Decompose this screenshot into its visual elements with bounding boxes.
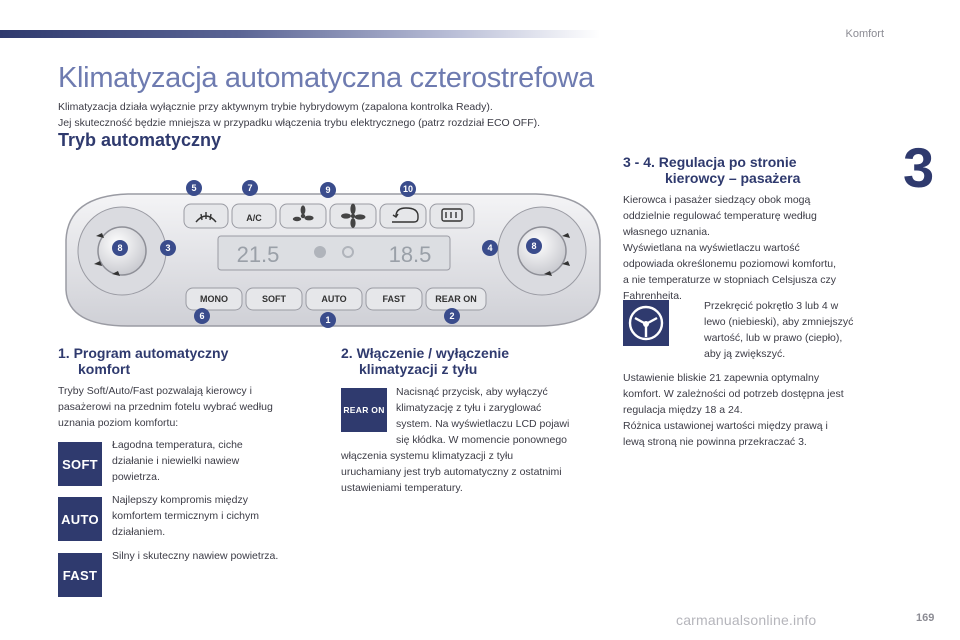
rear-heading-line2: klimatyzacji z tyłu (359, 361, 478, 377)
regulation-text-line: Kierowca i pasażer siedzący obok mogą (623, 194, 811, 206)
regulation-bullet-line: lewo (niebieski), aby zmniejszyć (704, 316, 854, 328)
auto-description-line: komfortem termicznym i cichym (112, 510, 260, 522)
rear-defrost-icon (441, 208, 463, 222)
auto-button-label: AUTO (321, 294, 346, 304)
page-number: 169 (916, 612, 935, 624)
rear-text-line: uruchamiany jest tryb automatyczny z ost… (341, 466, 562, 478)
regulation-heading-line1: 3 - 4. Regulacja po stronie (623, 154, 797, 170)
regulation-text-line: a nie temperaturze w stopniach Celsjusza… (623, 274, 837, 286)
regulation-note-line: lewą stroną nie powinna przekraczać 3. (623, 436, 807, 448)
regulation-bullet: Przekręcić pokrętło 3 lub 4 w lewo (nieb… (704, 298, 853, 362)
climate-panel-illustration: A/C 21.5 18.5 (58, 178, 606, 332)
soft-description-line: powietrza. (112, 471, 160, 483)
intro-text: Klimatyzacja działa wyłącznie przy aktyw… (58, 99, 540, 131)
rear-text-line: się kłódka. W momencie ponownego (396, 434, 568, 446)
program-heading: 1. Program automatyczny komfort (58, 345, 228, 377)
callout-2: 2 (449, 311, 454, 321)
regulation-text-line: własnego uznania. (623, 226, 710, 238)
display-recirc-icon (342, 246, 354, 258)
rear-text-continued: włączenia systemu klimatyzacji z tyłu ur… (341, 448, 562, 496)
regulation-bullet-line: Przekręcić pokrętło 3 lub 4 w (704, 300, 839, 312)
display-left-temperature: 21.5 (237, 242, 280, 267)
regulation-text: Kierowca i pasażer siedzący obok mogą od… (623, 192, 836, 304)
program-text-line: uznania poziom komfortu: (58, 417, 179, 429)
soft-badge: SOFT (58, 442, 102, 486)
regulation-text-line: Fahrenheita. (623, 290, 682, 302)
soft-description-line: Łagodna temperatura, ciche (112, 439, 243, 451)
display-fan-icon (314, 246, 326, 258)
rear-text-line: ustawieniami temperatury. (341, 482, 463, 494)
regulation-heading-line2: kierowcy – pasażera (665, 170, 801, 186)
callout-8-left: 8 (117, 243, 122, 253)
regulation-note-line: Ustawienie bliskie 21 zapewnia optymalny (623, 372, 820, 384)
rear-text-line: system. Na wyświetlaczu LCD pojawi (396, 418, 570, 430)
callout-markers: 5 7 9 10 8 3 4 8 6 1 2 (112, 180, 542, 328)
knob-icon-badge (623, 300, 669, 346)
regulation-bullet-line: aby ją zwiększyć. (704, 348, 786, 360)
regulation-text-line: oddzielnie regulować temperaturę według (623, 210, 817, 222)
fan-high-icon (341, 203, 366, 228)
callout-10: 10 (403, 184, 413, 194)
regulation-text-line: odpowiada określonemu poziomowi komfortu… (623, 258, 837, 270)
rear-heading-line1: 2. Włączenie / wyłączenie (341, 345, 510, 361)
section-label: Komfort (845, 28, 884, 40)
program-heading-line2: komfort (78, 361, 131, 377)
callout-9: 9 (325, 185, 330, 195)
rear-text-line: Nacisnąć przycisk, aby wyłączyć (396, 386, 548, 398)
ac-label: A/C (246, 213, 262, 223)
callout-1: 1 (325, 315, 330, 325)
chapter-number: 3 (903, 136, 935, 199)
program-text-line: pasażerowi na przednim fotelu wybrać wed… (58, 401, 273, 413)
regulation-bullet-line: wartość, lub w prawo (ciepło), (704, 332, 843, 344)
rear-heading: 2. Włączenie / wyłączenie klimatyzacji z… (341, 345, 509, 377)
auto-description-line: Najlepszy kompromis między (112, 494, 248, 506)
recirculation-icon (392, 207, 419, 223)
callout-7: 7 (247, 183, 252, 193)
soft-button-label: SOFT (262, 294, 287, 304)
callout-6: 6 (199, 311, 204, 321)
callout-4: 4 (487, 243, 492, 253)
auto-description-line: działaniem. (112, 526, 166, 538)
rear-text: Nacisnąć przycisk, aby wyłączyć klimatyz… (396, 384, 569, 448)
auto-badge: AUTO (58, 497, 102, 541)
display-right-temperature: 18.5 (389, 242, 432, 267)
rear-text-line: włączenia systemu klimatyzacji z tyłu (341, 450, 514, 462)
defrost-icon (195, 212, 217, 223)
right-temperature-knob (517, 226, 567, 276)
rear-text-line: klimatyzację z tyłu i zaryglować (396, 402, 542, 414)
callout-5: 5 (191, 183, 196, 193)
soft-description-line: działanie i niewielki nawiew (112, 455, 240, 467)
auto-description: Najlepszy kompromis między komfortem ter… (112, 492, 259, 540)
fast-description: Silny i skuteczny nawiew powietrza. (112, 548, 278, 564)
fan-low-icon (292, 205, 314, 222)
mono-button-label: MONO (200, 294, 228, 304)
callout-8-right: 8 (531, 241, 536, 251)
program-heading-line1: 1. Program automatyczny (58, 345, 229, 361)
program-text: Tryby Soft/Auto/Fast pozwalają kierowcy … (58, 383, 273, 431)
regulation-note-line: Różnica ustawionej wartości między prawą… (623, 420, 828, 432)
footer-watermark: carmanualsonline.info (676, 612, 817, 628)
fast-button-label: FAST (382, 294, 406, 304)
regulation-note: Ustawienie bliskie 21 zapewnia optymalny… (623, 370, 844, 450)
rear-on-badge: REAR ON (341, 388, 387, 432)
intro-line: Jej skuteczność będzie mniejsza w przypa… (58, 117, 541, 129)
header-stripe (0, 30, 600, 38)
regulation-note-line: komfort. W zależności od potrzeb dostępn… (623, 388, 844, 400)
page-title: Klimatyzacja automatyczna czterostrefowa (58, 62, 594, 94)
regulation-heading: 3 - 4. Regulacja po stronie kierowcy – p… (623, 154, 800, 186)
soft-description: Łagodna temperatura, ciche działanie i n… (112, 437, 243, 485)
section-title: Tryb automatyczny (58, 130, 222, 150)
program-text-line: Tryby Soft/Auto/Fast pozwalają kierowcy … (58, 385, 252, 397)
steering-knob-icon (628, 305, 664, 341)
fast-description-line: Silny i skuteczny nawiew powietrza. (112, 550, 279, 562)
rear-on-button-label: REAR ON (435, 294, 477, 304)
regulation-text-line: Wyświetlana na wyświetlaczu wartość (623, 242, 800, 254)
intro-line: Klimatyzacja działa wyłącznie przy aktyw… (58, 101, 493, 113)
callout-3: 3 (165, 243, 170, 253)
fast-badge: FAST (58, 553, 102, 597)
regulation-note-line: regulacja między 18 a 24. (623, 404, 743, 416)
